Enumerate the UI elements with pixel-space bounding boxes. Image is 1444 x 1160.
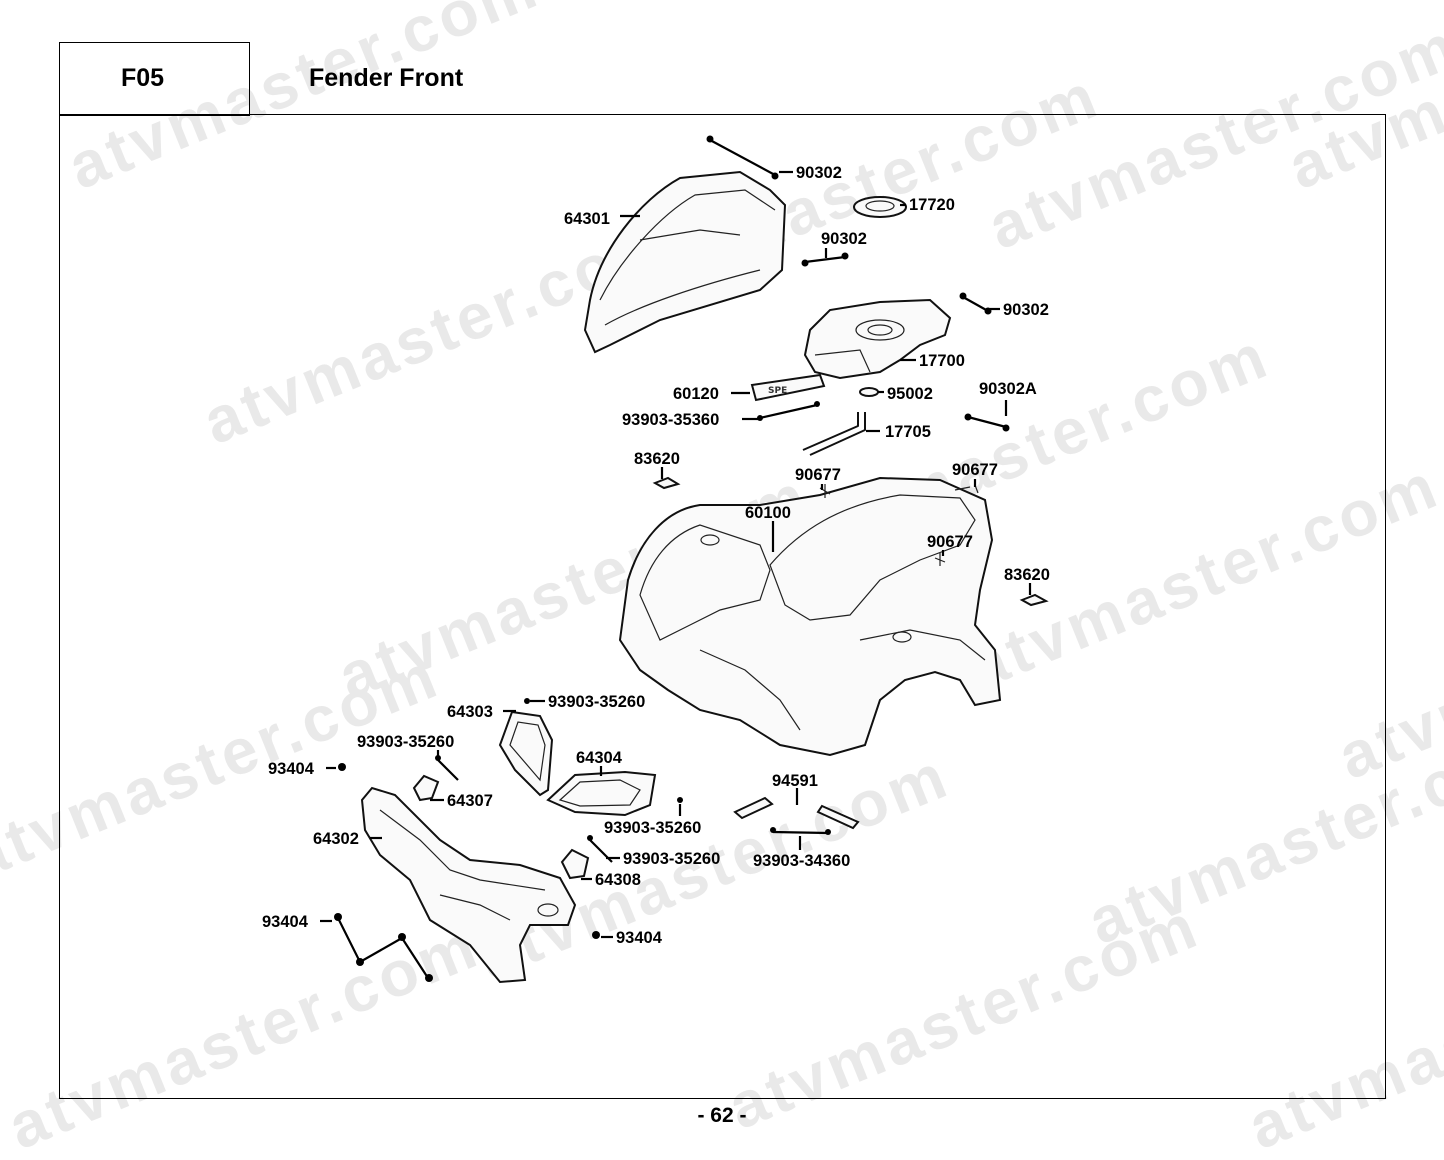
part-label: 94591 bbox=[772, 772, 818, 790]
part-label: 90677 bbox=[952, 461, 998, 479]
part-60120-emblem-plate: SPE bbox=[750, 373, 826, 402]
part-label: 17705 bbox=[885, 423, 931, 441]
page-number: - 62 - bbox=[697, 1104, 747, 1127]
part-label: 93903-35260 bbox=[604, 819, 701, 837]
part-64302-front-cover bbox=[360, 786, 577, 984]
part-label: 90302 bbox=[1003, 301, 1049, 319]
part-83620-cap-right bbox=[1019, 593, 1049, 607]
fasteners bbox=[334, 135, 1010, 982]
part-label: 90677 bbox=[927, 533, 973, 551]
part-label: 60120 bbox=[673, 385, 719, 403]
part-64303-light-cover bbox=[498, 710, 554, 797]
part-label: 93404 bbox=[262, 913, 309, 931]
part-label: 17700 bbox=[919, 352, 965, 370]
part-label: 64303 bbox=[447, 703, 493, 721]
part-label: 93404 bbox=[268, 760, 315, 778]
part-label: 90302 bbox=[821, 230, 867, 248]
svg-text:SPE: SPE bbox=[768, 386, 787, 396]
part-64307-reflector bbox=[412, 774, 440, 802]
part-64304-light-cover bbox=[546, 770, 657, 817]
part-label: 95002 bbox=[887, 385, 933, 403]
part-label: 93903-35260 bbox=[623, 850, 720, 868]
section-code-box bbox=[59, 42, 250, 116]
part-94591-brackets bbox=[733, 796, 860, 830]
part-label: 64304 bbox=[576, 749, 623, 767]
part-label: 17720 bbox=[909, 196, 955, 214]
part-label: 64302 bbox=[313, 830, 359, 848]
part-label: 64301 bbox=[564, 210, 610, 228]
part-17720-grommet bbox=[853, 196, 907, 218]
section-title: Fender Front bbox=[309, 64, 464, 92]
part-label: 60100 bbox=[745, 504, 791, 522]
part-label: 93404 bbox=[616, 929, 663, 947]
part-label: 90302 bbox=[796, 164, 842, 182]
part-64308-reflector bbox=[560, 848, 590, 880]
part-label: 93903-35260 bbox=[548, 693, 645, 711]
leader-lines bbox=[320, 170, 1032, 939]
part-83620-cap-left bbox=[652, 476, 681, 490]
part-label: 83620 bbox=[1004, 566, 1050, 584]
section-code: F05 bbox=[121, 64, 165, 92]
part-label: 93903-35360 bbox=[622, 411, 719, 429]
part-17700-tank-cover bbox=[803, 298, 952, 380]
part-label: 90302A bbox=[979, 380, 1037, 398]
part-label: 93903-35260 bbox=[357, 733, 454, 751]
part-label: 93903-34360 bbox=[753, 852, 850, 870]
part-labels: 90302 17720 64301 90302 90302 17700 6012… bbox=[262, 164, 1050, 947]
part-label: 64308 bbox=[595, 871, 641, 889]
diagram-frame bbox=[59, 114, 1386, 1099]
part-label: 90677 bbox=[795, 466, 841, 484]
part-label: 83620 bbox=[634, 450, 680, 468]
part-60100-front-fender bbox=[618, 476, 1002, 757]
part-17705-hose bbox=[802, 412, 866, 456]
part-label: 64307 bbox=[447, 792, 493, 810]
